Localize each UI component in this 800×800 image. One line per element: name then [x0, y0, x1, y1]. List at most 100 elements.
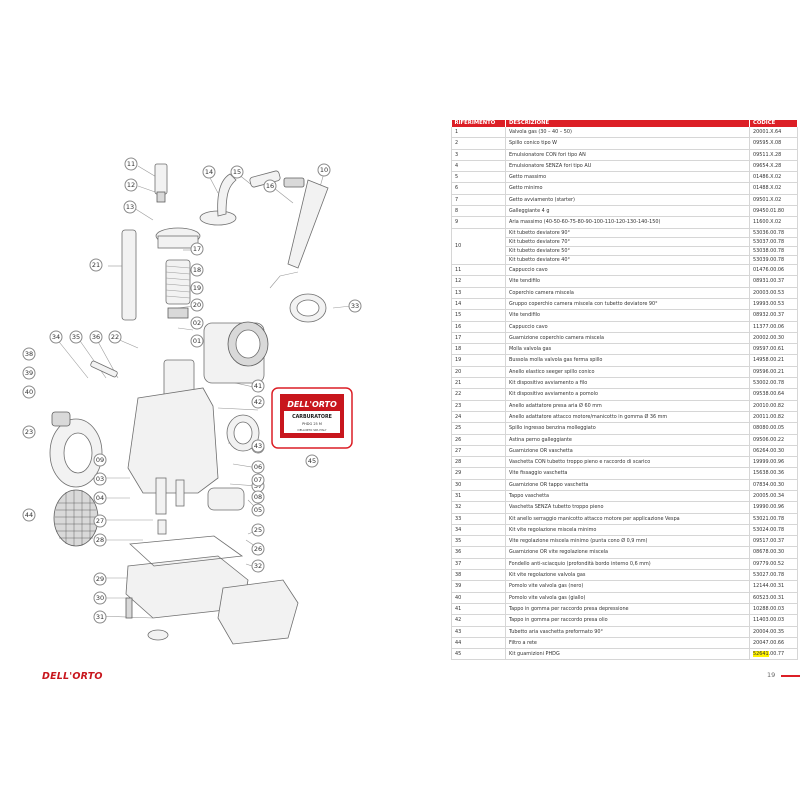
label-logo-text: DELL'ORTO: [287, 400, 337, 409]
callout-23: 23: [22, 425, 36, 439]
callout-31: 31: [93, 610, 107, 624]
svg-text:35: 35: [72, 333, 80, 341]
row-code: 20011.00.82: [749, 411, 798, 424]
row-code: 09517.00.37: [749, 535, 798, 548]
row-code: 14958.00.21: [749, 354, 798, 367]
row-code: 19990.00.96: [749, 501, 798, 514]
svg-text:39: 39: [25, 369, 33, 377]
row-desc: Anello elastico seeger spillo conico: [505, 366, 750, 379]
callout-43: 43: [251, 439, 265, 453]
row-code: 11403.00.03: [749, 614, 798, 627]
callout-10: 10: [317, 163, 331, 177]
svg-text:23: 23: [25, 428, 33, 436]
row-desc: Emulsionatore CON fori tipo AN: [505, 149, 750, 161]
deviator-tube-kit-part: [287, 179, 329, 269]
callout-11: 11: [124, 157, 138, 171]
svg-text:30: 30: [96, 594, 104, 602]
svg-text:40: 40: [25, 388, 33, 396]
row-desc: Astina perno galleggiante: [505, 434, 750, 446]
row-ref: 34: [451, 524, 506, 537]
callout-01: 01: [190, 334, 204, 348]
row-desc: Kit vite regolazione valvola gas: [505, 569, 750, 582]
row-code: 20004.00.35: [749, 626, 798, 638]
callout-07: 07: [251, 473, 265, 487]
starter-device-part: [121, 229, 137, 321]
row-ref: 17: [451, 332, 506, 345]
throttle-knob-part: [51, 411, 71, 427]
row-code: 10288.00.03: [749, 603, 798, 616]
svg-text:13: 13: [126, 203, 134, 211]
svg-text:05: 05: [254, 506, 262, 514]
header-ref: RIFERIMENTO: [451, 120, 506, 127]
cable-cap-16-part: [283, 177, 305, 188]
svg-text:44: 44: [25, 511, 33, 519]
row-desc: Vite tendifilo: [505, 275, 750, 288]
row-desc: Pomolo vite valvola gas (nero): [505, 580, 750, 593]
page-number: 19: [767, 671, 776, 679]
row-code: 09506.00.22: [749, 434, 798, 446]
row-ref: 25: [451, 422, 506, 435]
row-ref: 35: [451, 535, 506, 548]
code-rest: .00.77: [768, 651, 785, 658]
callout-12: 12: [124, 178, 138, 192]
svg-text:01: 01: [193, 337, 201, 345]
row-ref: 10: [451, 228, 506, 266]
callout-05: 05: [251, 503, 265, 517]
header-code: CODICE: [749, 120, 798, 127]
row-desc: Vaschetta SENZA tubetto troppo pieno: [505, 501, 750, 514]
row-desc: Kit tubetto deviatore 70°: [505, 237, 750, 247]
brand-logo: DELL'ORTO: [42, 671, 103, 682]
row-ref: 12: [451, 275, 506, 288]
row-code: 53027.00.78: [749, 569, 798, 582]
header-desc: DESCRIZIONE: [505, 120, 750, 127]
row-desc: Vite tendifilo: [505, 309, 750, 322]
svg-text:12: 12: [127, 181, 135, 189]
row-desc: Anello adattatore attacco motore/manicot…: [505, 411, 750, 424]
row-code: 60523.00.31: [749, 592, 798, 604]
row-desc: Fondello anti-sciacquio (profondità bord…: [505, 558, 750, 571]
svg-text:25: 25: [254, 526, 262, 534]
row-ref: 39: [451, 580, 506, 593]
row-code: 53036.00.78: [749, 228, 798, 238]
row-ref: 31: [451, 490, 506, 503]
row-desc: Tappo in gomma per raccordo presa depres…: [505, 603, 750, 616]
callout-33: 33: [348, 299, 362, 313]
callout-03: 03: [93, 472, 107, 486]
svg-text:33: 33: [351, 302, 359, 310]
float-bowl-nooverflow-part: [217, 579, 299, 645]
row-desc: Spillo conico tipo W: [505, 137, 750, 150]
row-ref: 4: [451, 160, 506, 173]
row-desc: Tubetto aria vaschetta preformato 90°: [505, 626, 750, 638]
row-code: 09779.00.52: [749, 558, 798, 571]
row-ref: 37: [451, 558, 506, 571]
row-ref: 11: [451, 264, 506, 277]
cable-cap-part: [154, 163, 168, 195]
spring-bushing-part: [167, 307, 189, 319]
callout-22: 22: [108, 330, 122, 344]
svg-text:16: 16: [266, 182, 274, 190]
callout-39: 39: [22, 366, 36, 380]
row-ref: 40: [451, 592, 506, 604]
callout-15: 15: [230, 165, 244, 179]
callout-30: 30: [93, 591, 107, 605]
row-desc: Cappuccio cavo: [505, 264, 750, 277]
